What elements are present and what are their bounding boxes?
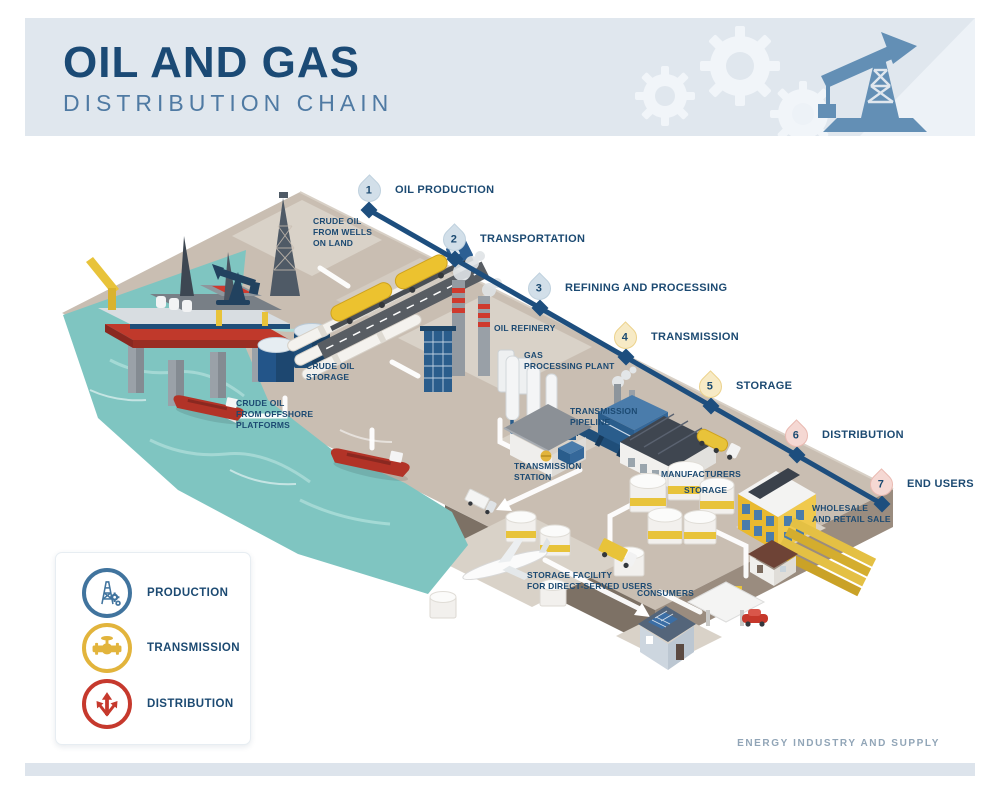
airplane [462,537,551,581]
pipeline-valve-icon [82,623,132,674]
label-storage: STORAGE [684,485,728,495]
legend-row-production: PRODUCTION [82,567,250,618]
step-number: 4 [622,331,629,344]
derrick-tower [270,192,300,296]
offshore-platform: H [86,236,290,406]
page-subtitle: DISTRIBUTION CHAIN [63,90,394,117]
tanker-ship-transport [330,448,410,481]
label-crude-oil-storage: CRUDE OIL STORAGE [306,361,355,383]
label-transmission-pipeline: TRANSMISSION PIPELINE [570,406,638,428]
label-crude-oil-wells: CRUDE OIL FROM WELLS ON LAND [313,216,373,249]
legend-label-distribution: DISTRIBUTION [147,698,234,711]
gears-icon [635,26,836,136]
header-band: OIL AND GAS DISTRIBUTION CHAIN [25,18,975,136]
label-gas-processing-plant: GAS PROCESSING PLANT [524,350,615,372]
branching-arrows-icon [82,679,132,730]
step-number: 5 [707,380,714,393]
transport-road [317,261,490,359]
label-storage-facility: STORAGE FACILITY FOR DIRECT-SERVED USERS [527,570,653,592]
label-manufacturers: MANUFACTURERS [661,469,742,479]
step-label: STORAGE [736,380,793,392]
step-label: TRANSPORTATION [480,233,586,245]
step-label: OIL PRODUCTION [395,184,495,196]
footer-credit: ENERGY INDUSTRY AND SUPPLY [737,738,940,749]
step-label: REFINING AND PROCESSING [565,282,728,294]
box-truck [464,488,497,515]
footer-strip [25,763,975,776]
label-crude-oil-offshore: CRUDE OIL FROM OFFSHORE PLATFORMS [236,398,314,431]
step-label: DISTRIBUTION [822,429,904,441]
header-decoration [635,18,975,136]
legend-card: PRODUCTION TRANSMISSION [55,552,251,745]
label-transmission-station: TRANSMISSION STATION [514,461,582,483]
route-paths [233,265,749,615]
pump-jack [212,264,261,305]
page-title: OIL AND GAS [63,38,361,87]
legend-label-production: PRODUCTION [147,586,229,599]
pump-jack-icon [818,32,927,132]
label-oil-refinery: OIL REFINERY [494,323,556,333]
step-number: 3 [536,282,543,295]
legend-row-transmission: TRANSMISSION [82,623,250,674]
chain-line [360,201,891,513]
storage-tanks [629,461,735,545]
legend-label-transmission: TRANSMISSION [147,642,240,655]
tanker-truck [696,428,741,460]
delivery-truck [598,538,638,568]
farm [748,517,877,597]
label-consumers: CONSUMERS [637,588,695,598]
step-number: 7 [878,478,885,491]
title-block: OIL AND GAS DISTRIBUTION CHAIN [63,38,394,117]
consumer-house [638,606,696,670]
step-number: 6 [793,429,800,442]
gas-station [686,581,768,627]
transmission-station-building [503,404,592,477]
step-label: END USERS [907,478,974,490]
label-wholesale: WHOLESALE AND RETAIL SALE [812,503,891,525]
step-number: 2 [451,233,458,246]
tanker-ship-offshore [173,395,244,425]
legend-row-distribution: DISTRIBUTION [82,679,250,730]
derrick-icon [82,567,132,618]
step-number: 1 [366,184,373,197]
step-label: TRANSMISSION [651,331,739,343]
direct-served-tanks [429,510,645,619]
